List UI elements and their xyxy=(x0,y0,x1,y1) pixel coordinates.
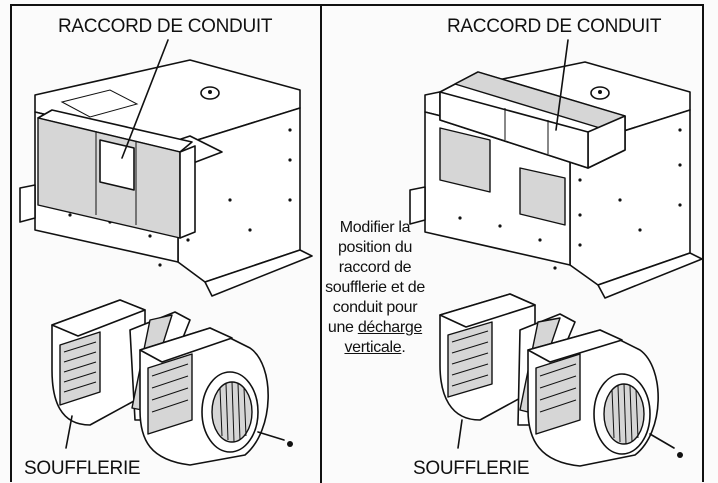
left-title-pointer xyxy=(122,40,168,158)
left-blower xyxy=(52,300,293,465)
left-blower-label: SOUFFLERIE xyxy=(24,458,141,479)
callout-period: . xyxy=(401,339,406,356)
left-duct-connector-label: RACCORD DE CONDUIT xyxy=(58,16,273,37)
right-blower-label: SOUFFLERIE xyxy=(413,458,530,479)
right-title-pointer xyxy=(556,40,568,130)
right-duct-connector xyxy=(440,72,625,168)
callout-underlined: décharge verticale xyxy=(344,319,423,356)
figure-frame xyxy=(10,4,704,482)
vertical-discharge-callout: Modifier la position du raccord de souff… xyxy=(325,218,425,358)
right-blower xyxy=(440,294,683,466)
panel-divider xyxy=(320,4,322,483)
callout-text: Modifier la position du raccord de souff… xyxy=(325,219,425,336)
left-duct-connector xyxy=(38,110,195,238)
right-duct-connector-label: RACCORD DE CONDUIT xyxy=(447,16,662,37)
